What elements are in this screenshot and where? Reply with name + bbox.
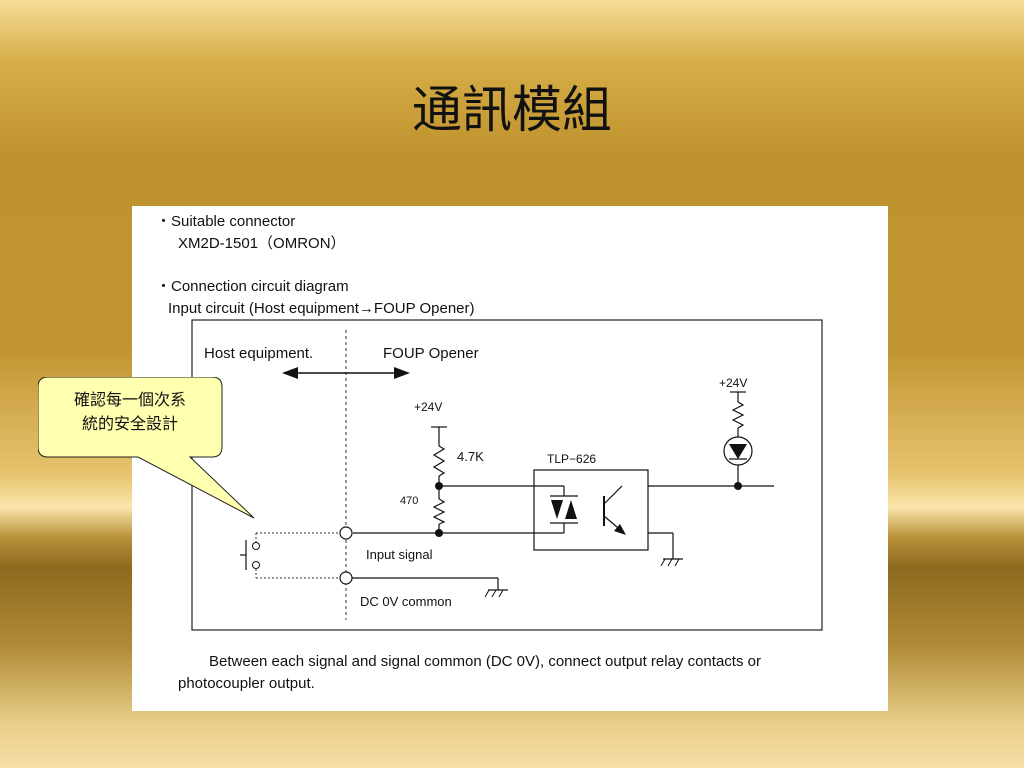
opener-label: FOUP Opener (383, 345, 479, 362)
circuit-subheading: Input circuit (Host equipment→FOUP Opene… (168, 300, 475, 317)
connector-heading: ・Suitable connector (156, 213, 295, 230)
resistor-top-label: 4.7K (457, 449, 484, 464)
switch-contact (252, 561, 260, 569)
callout-line1: 確認每一個次系 (74, 390, 186, 409)
host-label: Host equipment. (204, 345, 313, 362)
callout-bubble: 確認每一個次系 統的安全設計 (38, 377, 255, 519)
resistor-4k7 (432, 445, 446, 477)
supply-right-label: +24V (719, 376, 747, 390)
common-terminal (339, 571, 353, 585)
optocoupler-box (533, 469, 649, 551)
circuit-diagram: ・Suitable connector XM2D-1501（OMRON） ・Co… (156, 213, 823, 692)
switch-contact (252, 542, 260, 550)
footnote-line2: photocoupler output. (178, 675, 315, 692)
connector-model: XM2D-1501（OMRON） (178, 235, 346, 252)
led-down-icon (551, 500, 563, 519)
circuit-heading: ・Connection circuit diagram (156, 278, 349, 295)
callout-line2: 統的安全設計 (82, 414, 178, 433)
emitter-arrow-icon (614, 524, 626, 535)
common-label: DC 0V common (360, 594, 452, 609)
circuit-figure: ・Suitable connector XM2D-1501（OMRON） ・Co… (132, 206, 888, 711)
input-signal-label: Input signal (366, 547, 433, 562)
input-terminal (339, 526, 353, 540)
footnote-line1: Between each signal and signal common (D… (209, 653, 761, 670)
junction-dot (734, 482, 742, 490)
optocoupler-label: TLP−626 (547, 452, 596, 466)
callout-shape (38, 377, 255, 519)
resistor-led (731, 401, 745, 429)
led-up-icon (565, 500, 577, 519)
resistor-bottom-label: 470 (400, 495, 418, 507)
arrow-left-icon (282, 367, 298, 379)
resistor-470 (432, 498, 446, 525)
circuit-frame (191, 319, 823, 631)
supply-left-label: +24V (414, 400, 442, 414)
slide-title: 通訊模組 (412, 81, 612, 139)
arrow-right-icon (394, 367, 410, 379)
